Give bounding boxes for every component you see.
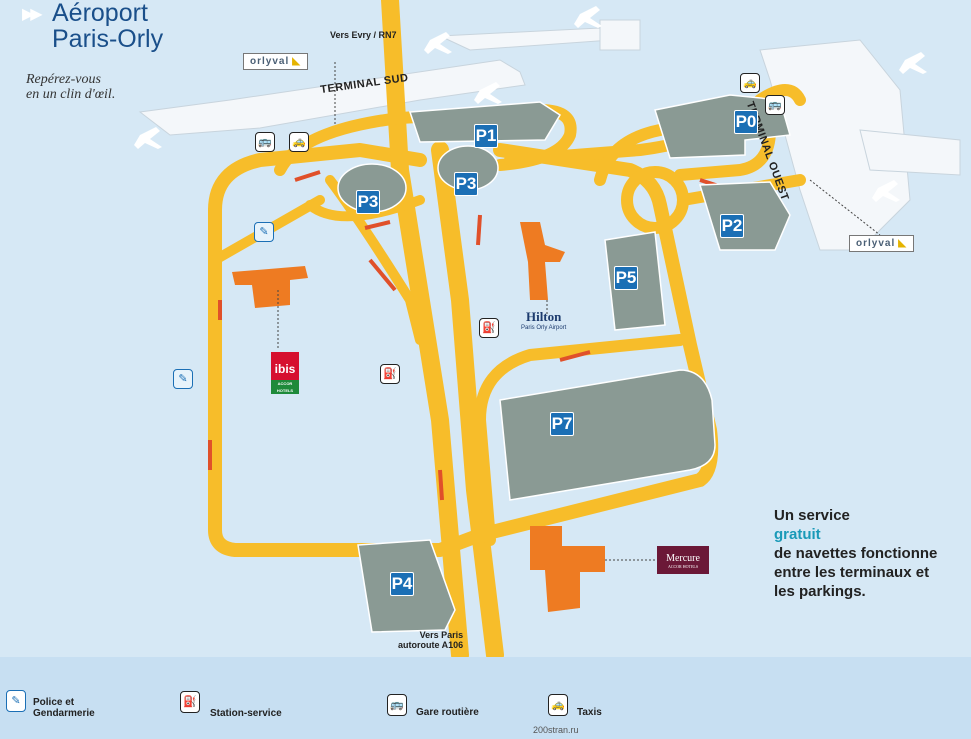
bus-icon: 🚌 <box>255 132 275 152</box>
fuel-icon: ⛽ <box>479 318 499 338</box>
ibis-logo: ibis ACCOR HOTELS <box>271 352 299 394</box>
parking-badge-label: P0 <box>735 112 757 131</box>
title-line2: Paris-Orly <box>52 25 164 53</box>
service-line4: les parkings. <box>774 583 866 600</box>
plane-icon <box>424 32 452 54</box>
police-icon: ✎ <box>6 690 26 712</box>
service-line1: Un service gratuit <box>774 506 937 544</box>
shuttle-service-note: Un service gratuit de navettes fonctionn… <box>774 506 937 601</box>
legend-fuel: Station-service <box>210 708 282 719</box>
service-line2: de navettes fonctionne <box>774 545 938 562</box>
hilton-name: Hilton <box>525 309 562 324</box>
parking-badge-p2[interactable]: P2 <box>720 214 744 238</box>
parking-badge-label: P1 <box>475 126 497 145</box>
hilton-building <box>520 222 565 300</box>
road-label-south-line1: Vers Paris <box>419 630 464 640</box>
parking-badge-p7[interactable]: P7 <box>550 412 574 436</box>
parking-badge-label: P7 <box>551 414 573 433</box>
mercure-name: Mercure <box>666 553 700 564</box>
fuel-icon: ⛽ <box>380 364 400 384</box>
service-line3: entre les terminaux et <box>774 564 930 581</box>
police-icon: ✎ <box>254 222 274 242</box>
parking-badge-p5[interactable]: P5 <box>614 266 638 290</box>
fuel-icon: ⛽ <box>180 691 200 713</box>
callout-lines <box>277 62 881 561</box>
hotel-buildings <box>232 222 605 612</box>
orlyval-arrow-icon: ◣ <box>292 56 301 67</box>
hilton-logo: Hilton Paris Orly Airport <box>521 309 566 331</box>
mercure-subtitle: ACCOR HOTELS <box>667 564 699 569</box>
terminal-ouest-building <box>759 39 961 251</box>
parking-badge-label: P4 <box>391 574 413 593</box>
parking-badge-label: P5 <box>615 268 637 287</box>
hilton-subtitle: Paris Orly Airport <box>521 325 567 331</box>
road-network <box>208 0 806 664</box>
legend-police-line1: Police et <box>33 697 75 708</box>
plane-icon <box>574 6 602 28</box>
parking-badge-p0[interactable]: P0 <box>734 110 758 134</box>
legend-police-line2: Gendarmerie <box>33 708 95 719</box>
taxi-icon: 🚕 <box>548 694 568 716</box>
plane-icon <box>899 52 927 74</box>
orlyval-sign-sud: orlyval◣ <box>243 53 308 70</box>
parking-badge-label: P3 <box>357 192 379 211</box>
orlyval-arrow-icon: ◣ <box>898 238 907 249</box>
plane-icon <box>872 180 900 202</box>
terminal-sud-building <box>138 19 641 136</box>
parking-p7-area <box>499 369 716 501</box>
orlyval-sign-ouest: orlyval◣ <box>849 235 914 252</box>
bus-icon: 🚌 <box>765 95 785 115</box>
bus-icon: 🚌 <box>387 694 407 716</box>
map-title: Aéroport Paris-Orly <box>52 0 163 52</box>
legend-bus: Gare routière <box>416 707 479 718</box>
police-icon: ✎ <box>173 369 193 389</box>
road-label-north: Vers Evry / RN7 <box>330 30 397 40</box>
tagline-line1: Repérez-vous <box>26 72 101 87</box>
taxi-icon: 🚕 <box>740 73 760 93</box>
ibis-building <box>232 266 308 308</box>
legend-taxi: Taxis <box>577 707 602 718</box>
service-part1: Un service <box>774 507 850 524</box>
mercure-logo: Mercure ACCOR HOTELS <box>657 546 709 574</box>
road-label-south-line2: autoroute A106 <box>398 640 464 650</box>
taxi-icon: 🚕 <box>289 132 309 152</box>
legend-police: Police et Gendarmerie <box>33 697 95 719</box>
ibis-subtitle: ACCOR HOTELS <box>271 380 299 394</box>
parking-badge-p4[interactable]: P4 <box>390 572 414 596</box>
parking-badge-p3-west[interactable]: P3 <box>356 190 380 214</box>
credit-text: 200stran.ru <box>533 725 579 735</box>
plane-icons <box>134 6 927 202</box>
parking-badge-label: P3 <box>455 174 477 193</box>
traffic-arrows <box>208 170 726 501</box>
ibis-name: ibis <box>274 362 296 376</box>
title-line1: Aéroport <box>52 0 148 27</box>
tagline-line2: en un clin d'œil. <box>26 87 116 102</box>
title-arrows-icon: ▶▶ <box>22 6 43 23</box>
mercure-building <box>530 526 605 612</box>
service-highlight: gratuit <box>774 526 821 543</box>
parking-badge-label: P2 <box>721 216 743 235</box>
plane-icon <box>474 82 502 104</box>
tagline: Repérez-vous en un clin d'œil. <box>26 72 115 102</box>
parking-badge-p3-east[interactable]: P3 <box>454 172 478 196</box>
parking-p1-area <box>408 101 562 143</box>
orlyval-label: orlyval <box>856 238 896 249</box>
parking-badge-p1[interactable]: P1 <box>474 124 498 148</box>
orlyval-label: orlyval <box>250 56 290 67</box>
plane-icon <box>134 127 162 149</box>
road-label-south: Vers Paris autoroute A106 <box>398 630 463 650</box>
legend-bar: ✎ Police et Gendarmerie ⛽ Station-servic… <box>0 657 971 739</box>
